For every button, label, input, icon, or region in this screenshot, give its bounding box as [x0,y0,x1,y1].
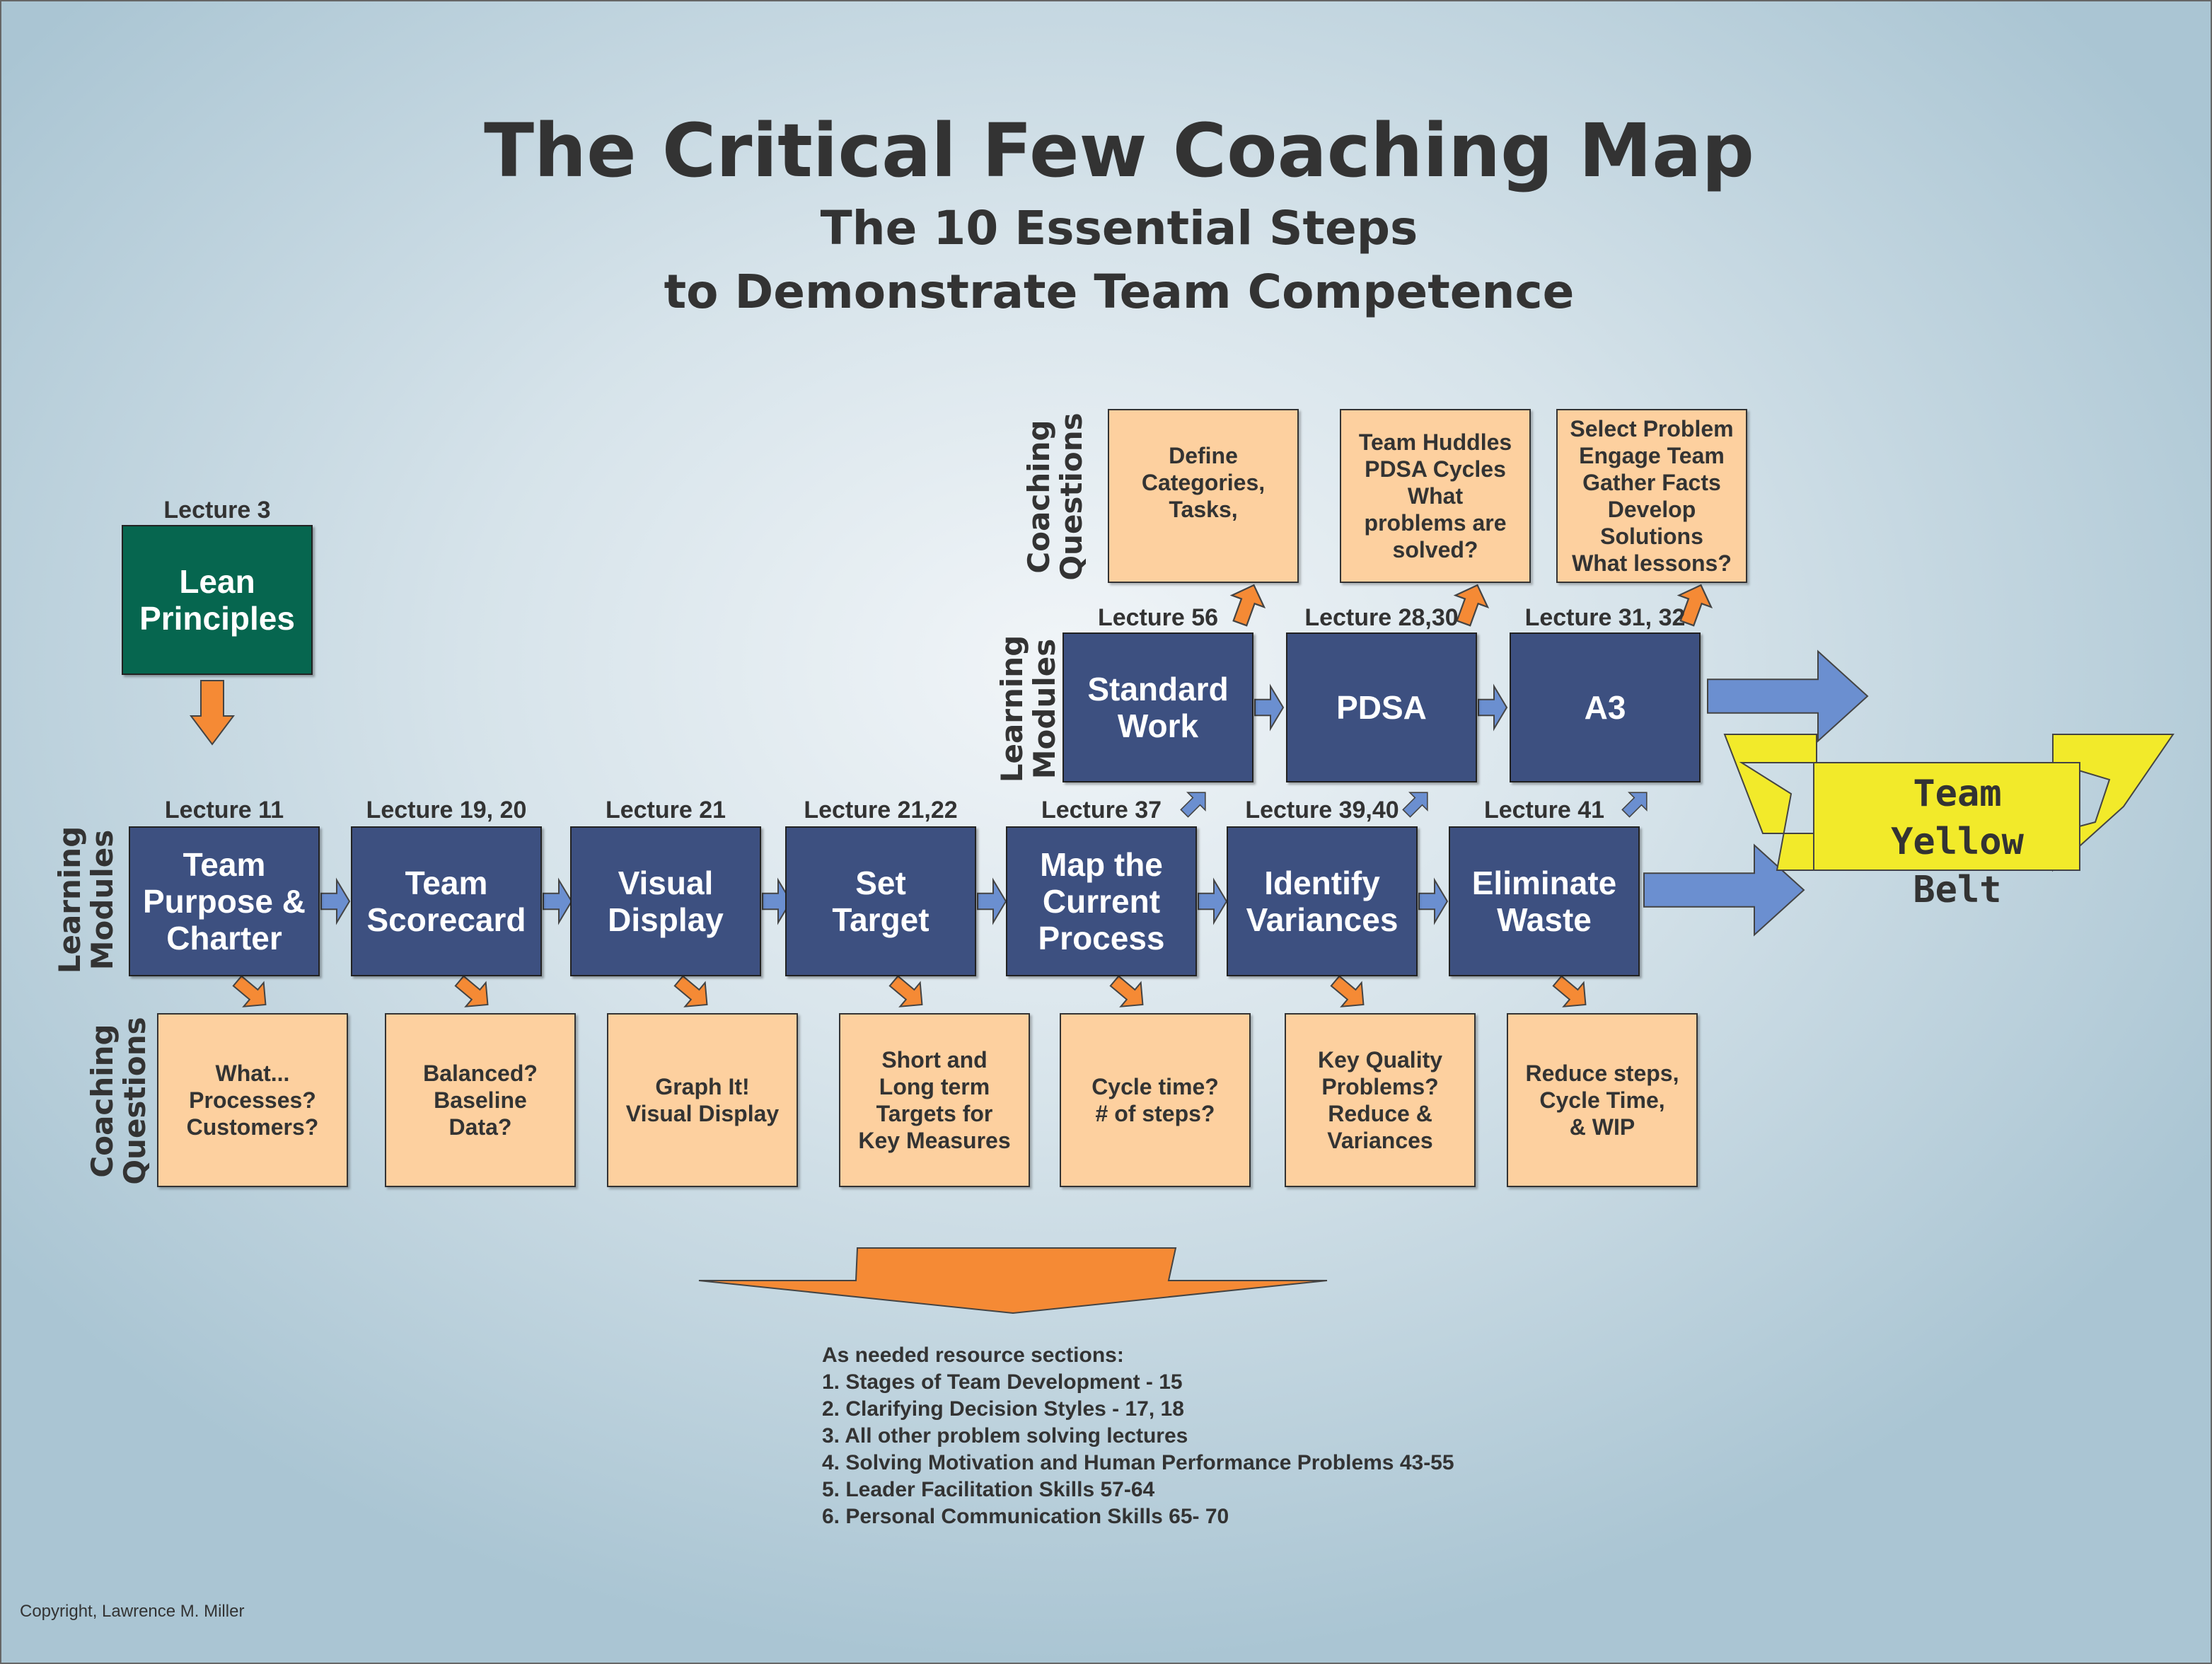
resource-heading: As needed resource sections: [822,1344,1124,1367]
banner-ribbon-right [2052,734,2175,872]
subtitle-line-1: The 10 Essential Steps [820,201,1418,255]
orange-down-arrow-icon [454,975,489,1007]
learning-modules-label-bottom: Learning Modules [52,826,120,974]
copyright: Copyright, Lawrence M. Miller [20,1602,245,1621]
blue-right-arrow-icon [320,877,351,925]
lean-lecture: Lecture 3 [163,497,271,524]
bottom-step-coaching: Key Quality Problems? Reduce & Variances [1285,1013,1476,1187]
orange-up-arrow-icon [1677,584,1713,627]
orange-down-arrow-icon [1552,975,1587,1007]
coaching-questions-label-bottom: Coaching Questions [85,1017,152,1185]
bottom-step-module: Map the Current Process [1006,826,1197,976]
orange-down-arrow-icon [673,975,708,1007]
blue-right-arrow-icon [543,877,573,925]
bottom-step-lecture: Lecture 11 [164,797,284,824]
resource-item: 3. All other problem solving lectures [822,1424,1188,1448]
yellow-belt-banner [1813,762,2080,871]
top-step-module: PDSA [1286,632,1477,782]
blue-right-arrow-icon [1198,877,1228,925]
banner-ribbon-left [1723,734,1817,871]
bottom-step-coaching: Cycle time? # of steps? [1060,1013,1251,1187]
bottom-step-module: Team Scorecard [351,826,542,976]
blue-right-arrow-icon [1478,683,1508,732]
top-step-module: A3 [1510,632,1701,782]
top-step-coaching: Define Categories, Tasks, [1108,409,1299,583]
resource-sections: As needed resource sections: 1. Stages o… [822,1342,1454,1530]
bottom-step-lecture: Lecture 21 [605,797,726,824]
orange-up-arrow-icon [1229,584,1266,627]
bottom-step-lecture: Lecture 39,40 [1245,797,1399,824]
orange-down-arrow-icon [232,975,267,1007]
bottom-step-coaching: Short and Long term Targets for Key Meas… [839,1013,1030,1187]
bottom-step-lecture: Lecture 37 [1041,797,1162,824]
bottom-step-lecture: Lecture 19, 20 [366,797,527,824]
top-step-lecture: Lecture 56 [1097,604,1219,631]
resource-item: 1. Stages of Team Development - 15 [822,1370,1183,1394]
top-step-coaching: Select Problem Engage Team Gather Facts … [1556,409,1747,583]
orange-down-arrow-icon [1330,975,1365,1007]
bottom-step-module: Team Purpose & Charter [129,826,320,976]
lean-principles-box: Lean Principles [122,525,313,675]
blue-right-arrow-icon [1418,877,1449,925]
bottom-step-lecture: Lecture 21,22 [804,797,958,824]
bottom-step-module: Set Target [785,826,976,976]
subtitle-line-2: to Demonstrate Team Competence [664,265,1575,319]
blue-up-arrow-icon [1621,792,1648,818]
top-step-lecture: Lecture 31, 32 [1524,604,1686,631]
team-yellow-belt-label: Team Yellow Belt [1891,773,2024,911]
learning-modules-label-top: Learning Modules [995,635,1062,783]
bottom-step-coaching: What... Processes? Customers? [157,1013,348,1187]
page-title: The Critical Few Coaching Map [484,108,1754,194]
bottom-step-coaching: Reduce steps, Cycle Time, & WIP [1507,1013,1698,1187]
top-step-module: Standard Work [1062,632,1253,782]
blue-up-arrow-icon [1180,792,1206,818]
bottom-step-module: Visual Display [570,826,761,976]
resource-item: 2. Clarifying Decision Styles - 17, 18 [822,1397,1184,1421]
bottom-step-lecture: Lecture 41 [1483,797,1605,824]
orange-up-arrow-icon [1453,584,1490,627]
bottom-step-coaching: Balanced? Baseline Data? [385,1013,576,1187]
blue-right-arrow-icon [762,877,792,925]
blue-right-arrow-icon [977,877,1007,925]
bottom-step-coaching: Graph It! Visual Display [607,1013,798,1187]
blue-right-arrow-icon [1254,683,1285,732]
bottom-step-module: Eliminate Waste [1449,826,1640,976]
orange-down-arrow-icon [888,975,923,1007]
big-right-arrow-icon [1707,649,1869,743]
blue-up-arrow-icon [1402,792,1428,818]
big-orange-down-arrow-icon [698,1247,1328,1315]
orange-down-arrow-icon [190,680,235,746]
top-step-coaching: Team Huddles PDSA Cycles What problems a… [1340,409,1531,583]
resource-item: 4. Solving Motivation and Human Performa… [822,1451,1454,1474]
top-step-lecture: Lecture 28,30 [1304,604,1459,631]
orange-down-arrow-icon [1109,975,1144,1007]
resource-item: 5. Leader Facilitation Skills 57-64 [822,1478,1155,1501]
bottom-step-module: Identify Variances [1227,826,1418,976]
resource-item: 6. Personal Communication Skills 65- 70 [822,1505,1229,1528]
coaching-questions-label-top: Coaching Questions [1021,412,1089,581]
big-right-arrow-icon [1643,843,1805,937]
